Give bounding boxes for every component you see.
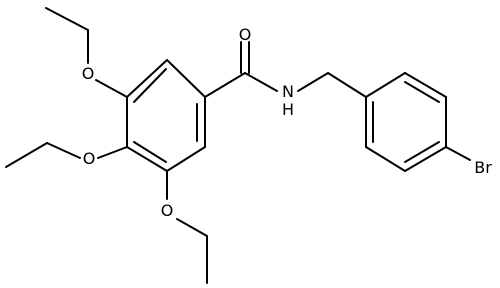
amide-hydrogen-label: H: [282, 100, 294, 119]
left-benzene-ring: [126, 59, 206, 172]
bond: [5, 142, 48, 168]
oxygen-label-bottom: O: [161, 201, 174, 220]
bond: [404, 141, 440, 163]
bond: [365, 146, 406, 172]
bond: [95, 79, 128, 98]
bond: [297, 72, 329, 92]
bond: [327, 72, 367, 98]
bond: [133, 68, 167, 103]
bond: [166, 146, 206, 172]
amide-group: [204, 41, 329, 98]
bond: [166, 59, 206, 98]
middle-ethoxy-group: [5, 142, 128, 168]
bond: [404, 146, 447, 172]
top-ethoxy-group: [45, 7, 128, 98]
oxygen-label-top: O: [82, 64, 95, 83]
bromine-label: Br: [474, 158, 492, 177]
bromophenyl-ring: [327, 72, 471, 172]
bond: [404, 81, 440, 103]
bond: [244, 72, 278, 92]
bond: [126, 146, 168, 172]
bond: [176, 218, 208, 237]
bond: [365, 72, 406, 98]
bond: [445, 146, 471, 161]
bond: [404, 72, 447, 98]
bond: [204, 72, 246, 98]
oxygen-label-middle: O: [83, 149, 96, 168]
bottom-ethoxy-group: [166, 170, 208, 284]
bond: [46, 142, 81, 159]
bond: [133, 141, 167, 163]
carbonyl-oxygen-label: O: [239, 25, 252, 44]
bond: [97, 146, 128, 159]
bond: [126, 59, 168, 98]
bond: [45, 7, 89, 31]
amide-nitrogen-label: N: [282, 82, 294, 101]
